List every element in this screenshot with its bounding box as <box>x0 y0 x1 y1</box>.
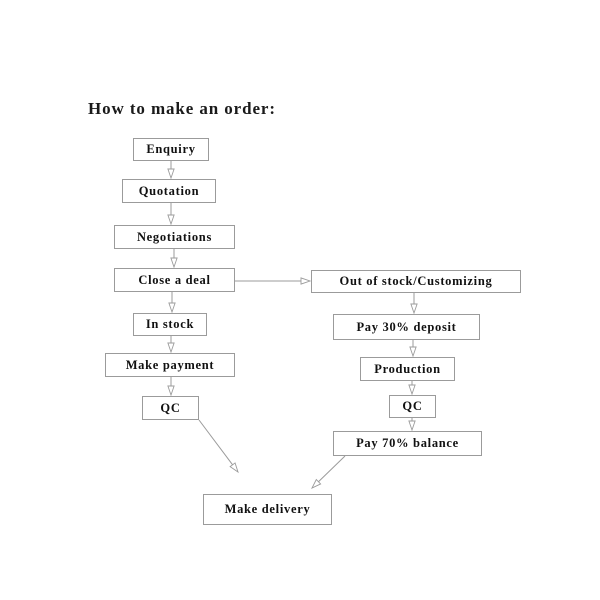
node-enquiry[interactable]: Enquiry <box>133 138 209 161</box>
node-label: Make delivery <box>224 502 311 517</box>
page-title: How to make an order: <box>88 99 276 118</box>
edge-arrowhead-icon <box>229 462 239 474</box>
edge-qc-left-to-make-delivery <box>198 419 239 474</box>
edge-make-payment-to-qc <box>167 377 175 397</box>
edge-pay-70-to-make-delivery <box>311 455 346 489</box>
edge-qc-to-pay-70 <box>408 418 416 432</box>
node-qc-left[interactable]: QC <box>142 396 199 420</box>
node-label: Pay 30% deposit <box>356 319 457 334</box>
node-negotiations[interactable]: Negotiations <box>114 225 235 249</box>
node-label: Make payment <box>125 357 215 372</box>
edge-arrowhead-icon <box>311 478 322 489</box>
node-label: Pay 70% balance <box>356 436 459 451</box>
edge-close-to-in-stock <box>168 292 176 314</box>
node-label: Out of stock/Customizing <box>339 274 493 289</box>
edge-arrowhead-icon <box>167 168 175 180</box>
edge-arrowhead-icon <box>168 302 176 314</box>
node-pay-30[interactable]: Pay 30% deposit <box>333 314 480 340</box>
edge-negotiations-to-close <box>170 249 178 269</box>
edge-arrowhead-icon <box>167 385 175 397</box>
node-make-delivery[interactable]: Make delivery <box>203 494 332 525</box>
edge-arrowhead-icon <box>170 257 178 269</box>
node-production[interactable]: Production <box>360 357 455 381</box>
edge-out-of-stock-to-pay-30 <box>410 293 418 315</box>
edge-production-to-qc <box>408 381 416 396</box>
node-pay-70[interactable]: Pay 70% balance <box>333 431 482 456</box>
edge-line <box>318 455 346 483</box>
edge-arrowhead-icon <box>410 303 418 315</box>
node-in-stock[interactable]: In stock <box>133 313 207 336</box>
node-label: QC <box>402 399 423 414</box>
edge-close-to-out-of-stock <box>235 277 312 285</box>
node-label: QC <box>160 400 181 415</box>
edge-arrowhead-icon <box>167 214 175 226</box>
edge-in-stock-to-make-payment <box>167 336 175 354</box>
edge-arrowhead-icon <box>167 342 175 354</box>
node-label: Enquiry <box>146 142 196 157</box>
edge-arrowhead-icon <box>408 384 416 396</box>
node-qc-right[interactable]: QC <box>389 395 436 418</box>
edge-enquiry-to-quotation <box>167 161 175 180</box>
node-label: Negotiations <box>136 229 213 244</box>
node-label: Production <box>374 361 441 376</box>
node-label: Close a deal <box>138 272 211 287</box>
edge-quotation-to-negotiations <box>167 203 175 226</box>
edge-arrowhead-icon <box>408 420 416 432</box>
edge-arrowhead-icon <box>300 277 312 285</box>
node-label: In stock <box>145 317 195 332</box>
node-out-of-stock[interactable]: Out of stock/Customizing <box>311 270 521 293</box>
edge-line <box>198 419 234 466</box>
node-close-a-deal[interactable]: Close a deal <box>114 268 235 292</box>
edge-pay-30-to-production <box>409 340 417 358</box>
node-quotation[interactable]: Quotation <box>122 179 216 203</box>
node-label: Quotation <box>138 183 200 198</box>
edge-arrowhead-icon <box>409 346 417 358</box>
node-make-payment[interactable]: Make payment <box>105 353 235 377</box>
